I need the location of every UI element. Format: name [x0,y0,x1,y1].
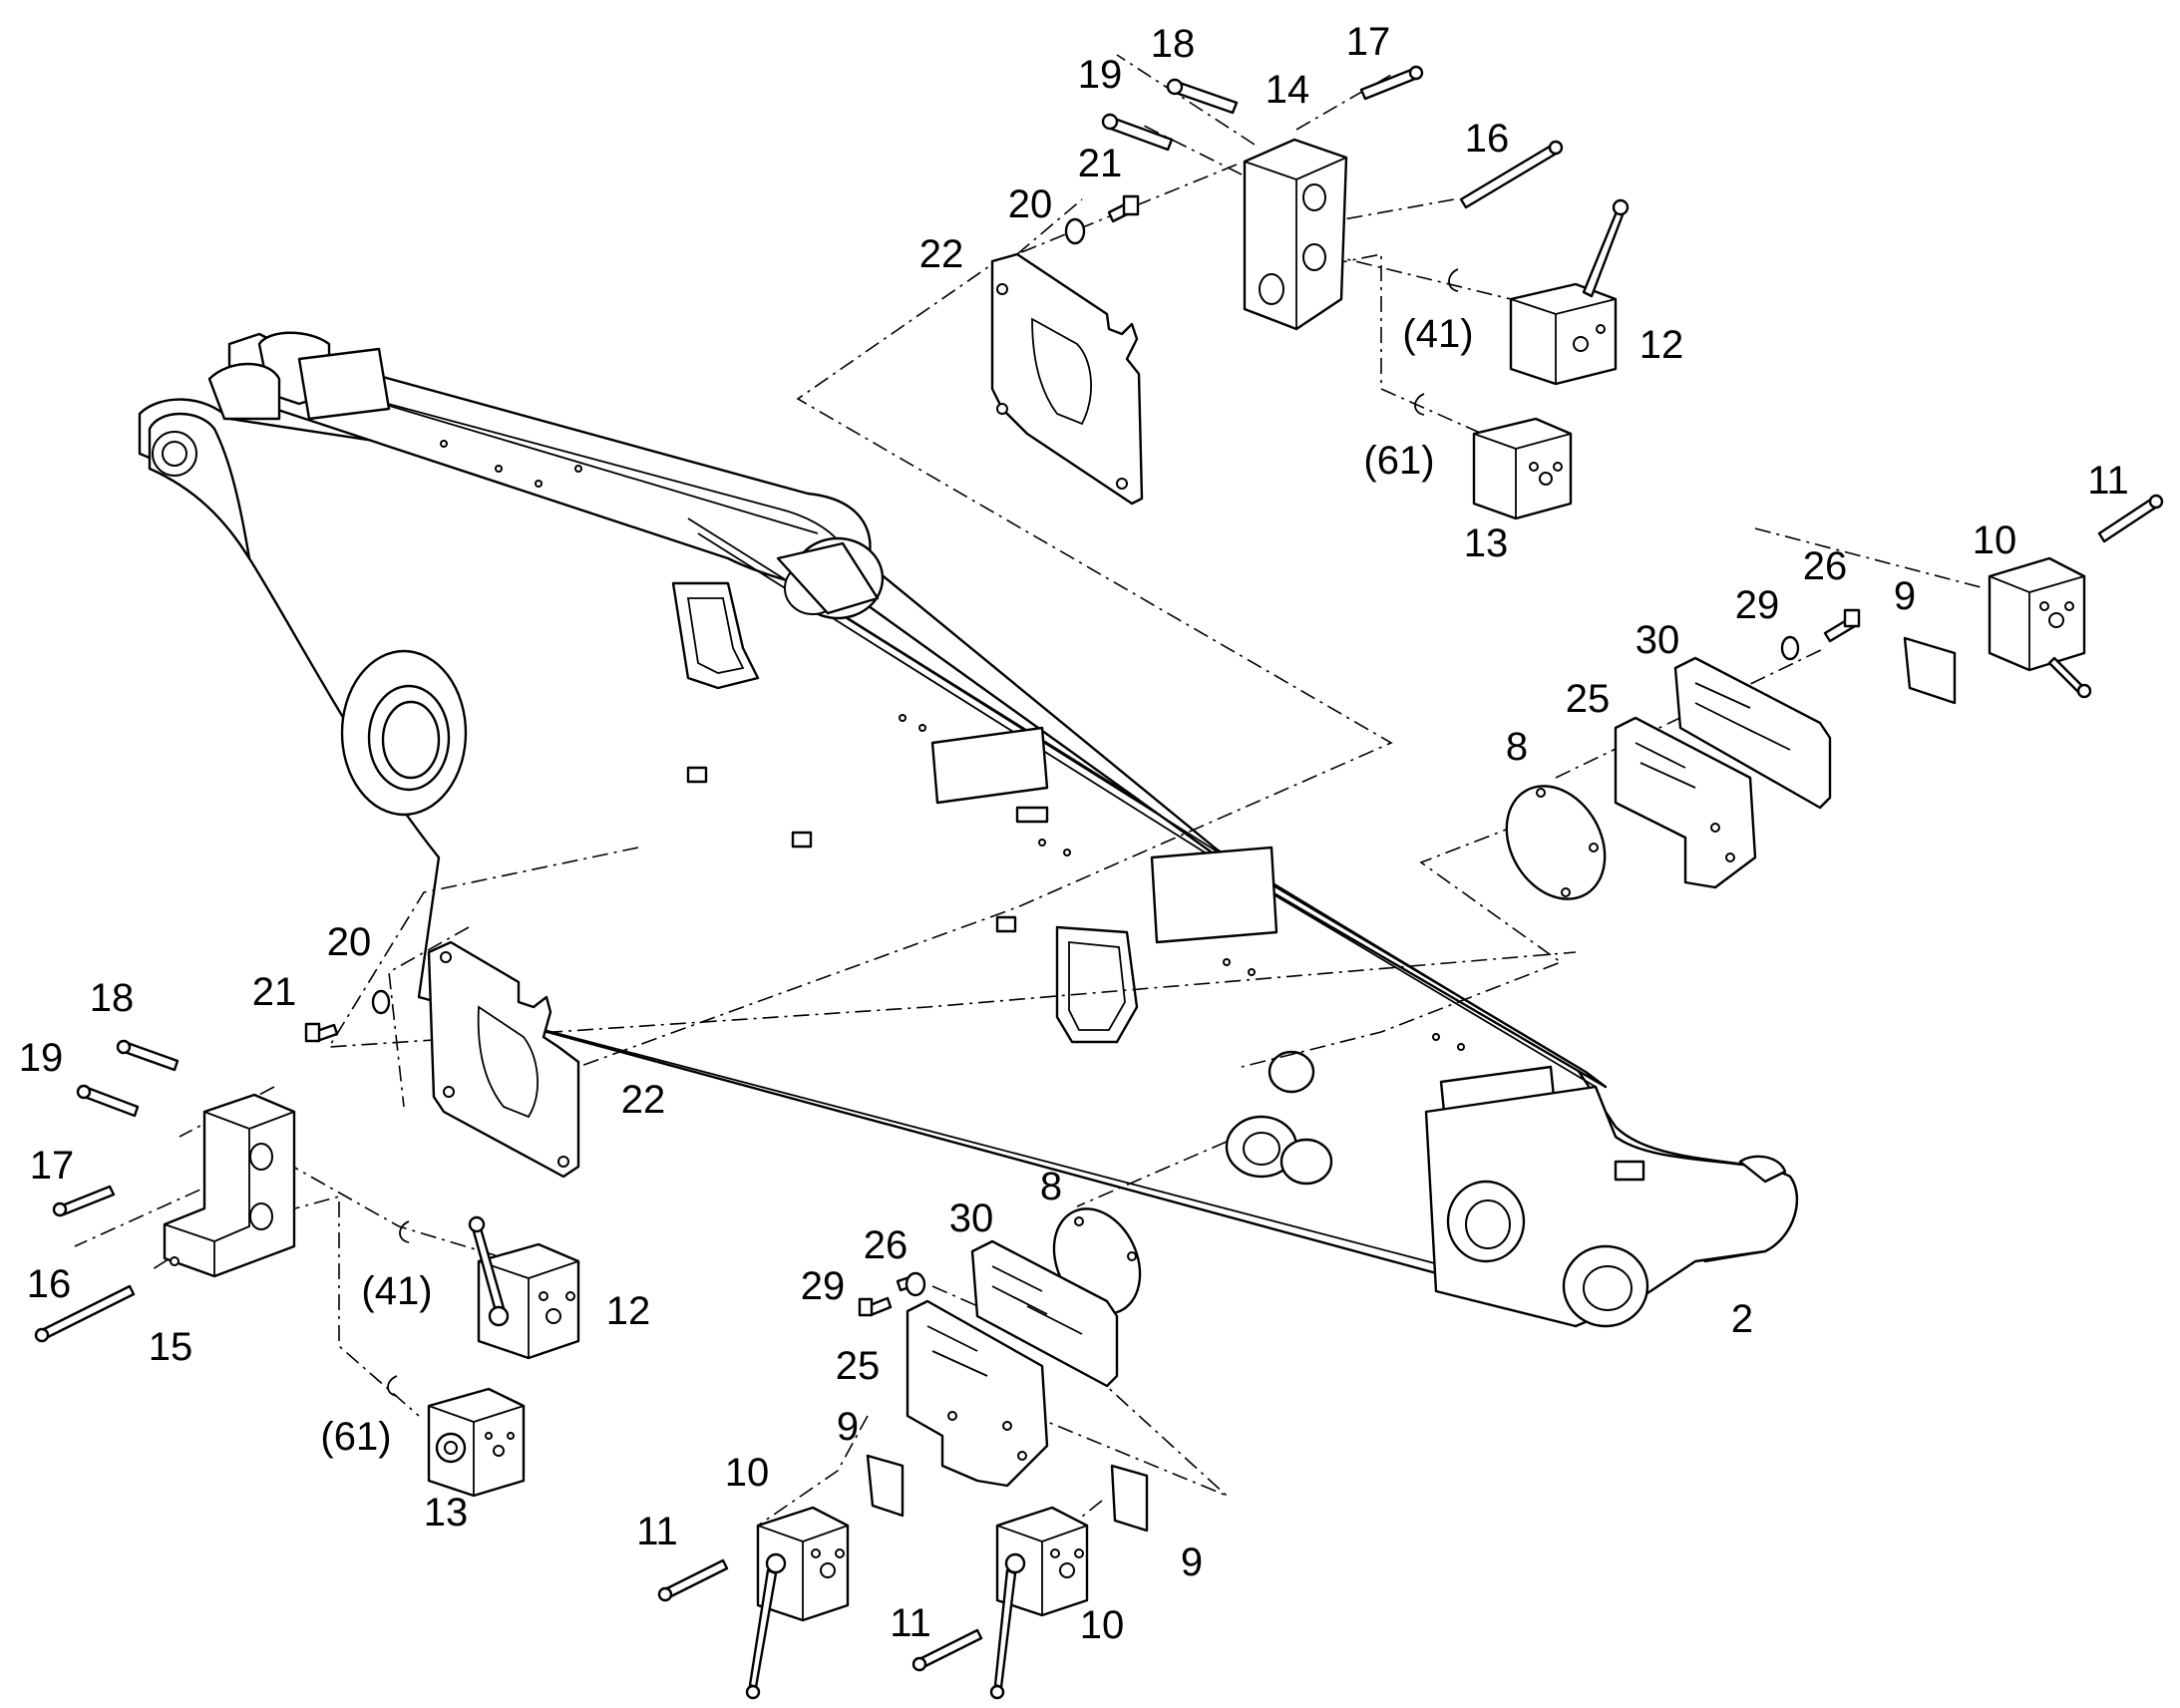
callout-15-left: 15 [148,1325,193,1369]
callout-8-right: 8 [1505,725,1529,769]
bolt-17-left-icon [58,1185,116,1216]
washer-20-top-icon [1064,217,1086,245]
bolt-17-top-icon [1359,68,1417,101]
top-assembly [990,65,1630,520]
callout-8-bottom: 8 [1039,1165,1063,1208]
callout-20-left: 20 [326,920,372,964]
callout-13-left: 13 [423,1491,469,1535]
right-assembly [1505,494,2164,900]
o-ring-41-top-icon [1448,268,1459,292]
bottom-assembly [657,1207,1149,1700]
callout-12-top: 12 [1638,323,1684,367]
leader-lines [74,54,1986,1527]
callout-20-top: 20 [1007,182,1053,226]
washer-20-left-icon [371,989,391,1015]
washer-29-right-icon [1780,635,1800,661]
callout-11-bottom-right: 11 [890,1601,931,1645]
callout-16-top: 16 [1464,117,1510,161]
callout-9-bottom-right: 9 [1180,1540,1204,1584]
callout-18-top: 18 [1150,22,1196,66]
plate-22-left-icon [427,940,580,1179]
callout-22-left: 22 [620,1078,666,1122]
valve-block-12-top-icon [1509,282,1618,386]
callout-9-bottom-left: 9 [836,1405,860,1449]
o-ring-61-left-icon [387,1375,398,1397]
callout-11-bottom-left: 11 [636,1510,678,1553]
callout-41-top: (41) [1402,312,1474,356]
cover-9-right-icon [1903,636,1957,705]
bolt-11-right-icon [2097,497,2159,543]
callout-30-right: 30 [1635,618,1680,662]
callout-25-bottom: 25 [835,1344,881,1388]
callout-18-left: 18 [89,976,135,1020]
callout-16-left: 16 [26,1262,72,1306]
plate-25-right-icon [1614,716,1757,889]
callout-21-left: 21 [251,970,297,1014]
callout-61-left: (61) [320,1415,392,1459]
callout-10-bottom-left: 10 [724,1451,770,1495]
boom-holes [440,440,1465,1051]
callout-17-top: 17 [1345,20,1391,64]
boom-assembly [138,331,1799,1328]
cover-9-bottom-left-icon [866,1454,905,1518]
valve-block-13-left-icon [427,1387,526,1498]
callout-14-top: 14 [1265,68,1310,112]
callout-29-bottom: 29 [800,1264,846,1308]
callout-19-left: 19 [18,1036,64,1080]
valve-block-10-right-icon [1988,556,2086,672]
o-ring-41-left-icon [399,1220,410,1243]
callout-26-bottom: 26 [863,1223,908,1267]
callout-13-top: 13 [1463,521,1509,565]
callout-9-right: 9 [1893,574,1917,618]
valve-block-14-top-icon [1243,138,1348,331]
callout-22-top: 22 [918,232,964,276]
callout-41-left: (41) [361,1269,433,1313]
callout-21-top: 21 [1077,142,1123,185]
callout-10-bottom-right: 10 [1079,1603,1125,1647]
callout-19-top: 19 [1077,53,1123,97]
callout-30-bottom: 30 [948,1196,994,1240]
plate-25-bottom-icon [906,1299,1049,1488]
plate-22-top-icon [990,252,1144,506]
callout-17-left: 17 [29,1144,75,1188]
bolt-11-bottom-left-icon [661,1558,729,1600]
callout-29-right: 29 [1734,583,1780,627]
callout-25-right: 25 [1565,677,1611,721]
valve-block-13-top-icon [1472,417,1573,520]
plate-30-right-icon [1673,656,1832,810]
left-assembly [34,940,580,1498]
disc-8-right-icon [1505,785,1607,900]
cover-9-bottom-right-icon [1110,1464,1149,1533]
callout-11-right: 11 [2087,459,2129,503]
callout-10-right: 10 [1972,518,2017,562]
o-ring-61-top-icon [1414,393,1425,416]
callout-2-boom: 2 [1730,1297,1754,1341]
callout-61-top: (61) [1363,439,1435,483]
callout-12-left: 12 [605,1289,651,1333]
callout-26-right: 26 [1802,544,1848,588]
